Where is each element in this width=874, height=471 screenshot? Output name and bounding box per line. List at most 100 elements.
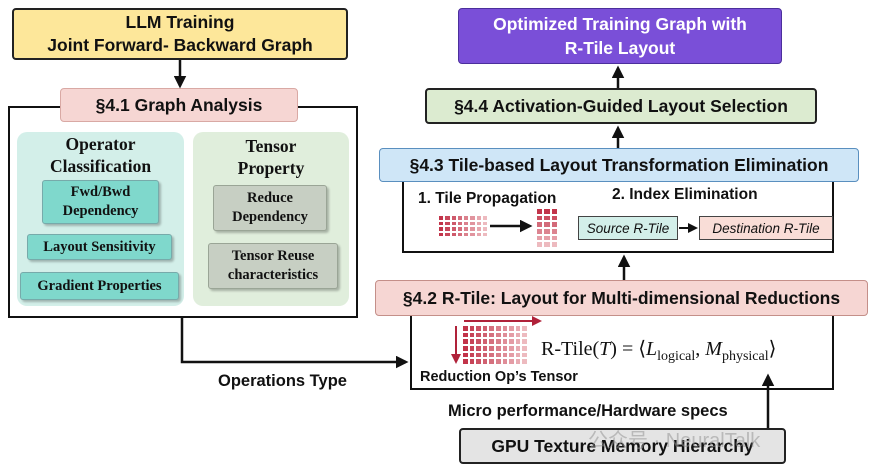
llm-training-line1: LLM Training bbox=[125, 12, 235, 32]
tile-cell bbox=[468, 338, 476, 345]
tile-cell bbox=[521, 358, 528, 365]
tile-cell bbox=[521, 345, 528, 352]
tensor-title-line2: Property bbox=[237, 158, 305, 178]
tile-cell bbox=[550, 234, 558, 242]
tile-cell bbox=[475, 220, 482, 226]
tile-elimination-title-box: §4.3 Tile-based Layout Transformation El… bbox=[379, 148, 859, 182]
tile-cell bbox=[501, 345, 509, 352]
tile-cell bbox=[475, 226, 482, 232]
activation-guided-title: §4.4 Activation-Guided Layout Selection bbox=[454, 95, 788, 116]
tile-cell bbox=[468, 351, 476, 359]
index-elimination-label: 2. Index Elimination bbox=[612, 186, 758, 203]
tile-cell bbox=[469, 220, 476, 226]
tile-cell bbox=[508, 325, 515, 332]
tile-cell bbox=[450, 215, 457, 221]
tensor-reuse-line1: Tensor Reuse bbox=[231, 248, 315, 264]
tile-cell bbox=[456, 220, 463, 226]
tile-cell bbox=[456, 231, 463, 237]
tile-cell bbox=[501, 331, 509, 339]
tile-cell bbox=[495, 325, 502, 332]
tile-cell bbox=[488, 338, 495, 345]
tile-cell bbox=[495, 345, 502, 352]
tile-cell bbox=[495, 338, 502, 345]
formula-close: ⟩ bbox=[768, 338, 777, 360]
tile-cell bbox=[469, 231, 476, 237]
reduce-dependency-line2: Dependency bbox=[232, 209, 308, 225]
tile-cell bbox=[481, 215, 488, 221]
tile-cell bbox=[536, 214, 544, 222]
tile-cell bbox=[462, 331, 469, 339]
gradient-properties-pill: Gradient Properties bbox=[20, 272, 179, 300]
llm-training-box: LLM Training Joint Forward- Backward Gra… bbox=[12, 8, 348, 60]
tile-cell bbox=[481, 351, 489, 359]
tile-cell bbox=[475, 345, 482, 352]
gradient-properties-label: Gradient Properties bbox=[37, 277, 162, 294]
tall-tile-grid bbox=[536, 208, 558, 248]
tile-cell bbox=[521, 338, 528, 345]
source-rtile-box: Source R-Tile bbox=[578, 216, 678, 240]
tile-cell bbox=[495, 358, 502, 365]
tile-cell bbox=[550, 228, 558, 235]
tile-cell bbox=[462, 351, 469, 359]
tile-cell bbox=[475, 358, 482, 365]
tile-cell bbox=[488, 358, 495, 365]
tile-cell bbox=[550, 208, 558, 215]
fwd-bwd-line1: Fwd/Bwd bbox=[70, 184, 131, 200]
tile-cell bbox=[550, 221, 558, 228]
operator-title-line1: Operator bbox=[65, 134, 136, 154]
tile-cell bbox=[536, 234, 544, 242]
tensor-reuse-line2: characteristics bbox=[227, 267, 319, 283]
tile-cell bbox=[463, 215, 470, 221]
tile-cell bbox=[463, 220, 470, 226]
tile-cell bbox=[536, 228, 544, 235]
tile-cell bbox=[468, 325, 476, 332]
tile-cell bbox=[469, 226, 476, 232]
tile-cell bbox=[475, 338, 482, 345]
tile-cell bbox=[543, 234, 551, 242]
tile-cell bbox=[521, 331, 528, 339]
tile-cell bbox=[481, 345, 489, 352]
gpu-memory-title: GPU Texture Memory Hierarchy bbox=[491, 435, 754, 456]
optimized-graph-line1: Optimized Training Graph with bbox=[493, 14, 747, 34]
arrow-analysis-to-rtile bbox=[180, 318, 409, 369]
tile-cell bbox=[488, 345, 495, 352]
formula-m-sub: physical bbox=[721, 349, 769, 364]
tile-elimination-title: §4.3 Tile-based Layout Transformation El… bbox=[409, 154, 829, 175]
llm-training-line2: Joint Forward- Backward Graph bbox=[47, 35, 313, 55]
tile-cell bbox=[501, 358, 509, 365]
tile-cell bbox=[536, 221, 544, 228]
tile-cell bbox=[468, 345, 476, 352]
tile-cell bbox=[438, 231, 445, 237]
tensor-title-line1: Tensor bbox=[245, 136, 297, 156]
tile-cell bbox=[444, 215, 451, 221]
layout-sensitivity-pill: Layout Sensitivity bbox=[27, 234, 172, 260]
tile-propagation-label: 1. Tile Propagation bbox=[418, 190, 557, 207]
fwd-bwd-dependency-pill: Fwd/Bwd Dependency bbox=[42, 180, 159, 224]
tile-cell bbox=[444, 220, 451, 226]
tile-cell bbox=[550, 241, 558, 248]
tile-cell bbox=[495, 351, 502, 359]
tile-cell bbox=[456, 215, 463, 221]
layout-sensitivity-label: Layout Sensitivity bbox=[43, 238, 156, 255]
optimized-graph-line2: R-Tile Layout bbox=[564, 38, 676, 58]
tile-cell bbox=[488, 351, 495, 359]
tile-cell bbox=[481, 331, 489, 339]
tile-cell bbox=[481, 338, 489, 345]
tile-cell bbox=[469, 215, 476, 221]
tile-cell bbox=[488, 325, 495, 332]
tile-cell bbox=[514, 351, 522, 359]
tile-cell bbox=[514, 358, 522, 365]
formula-eq: ) = ⟨ bbox=[610, 338, 647, 360]
tile-cell bbox=[521, 351, 528, 359]
operator-classification-title: Operator Classification bbox=[17, 133, 184, 177]
source-rtile-label: Source R-Tile bbox=[586, 220, 670, 236]
tile-cell bbox=[450, 231, 457, 237]
reduction-tensor-grid bbox=[462, 325, 528, 365]
formula-l: L bbox=[646, 338, 658, 360]
tile-cell bbox=[543, 241, 551, 248]
reduction-tensor-caption: Reduction Op’s Tensor bbox=[420, 369, 578, 385]
tile-cell bbox=[475, 351, 482, 359]
tile-cell bbox=[543, 228, 551, 235]
tile-cell bbox=[543, 208, 551, 215]
tile-cell bbox=[462, 358, 469, 365]
